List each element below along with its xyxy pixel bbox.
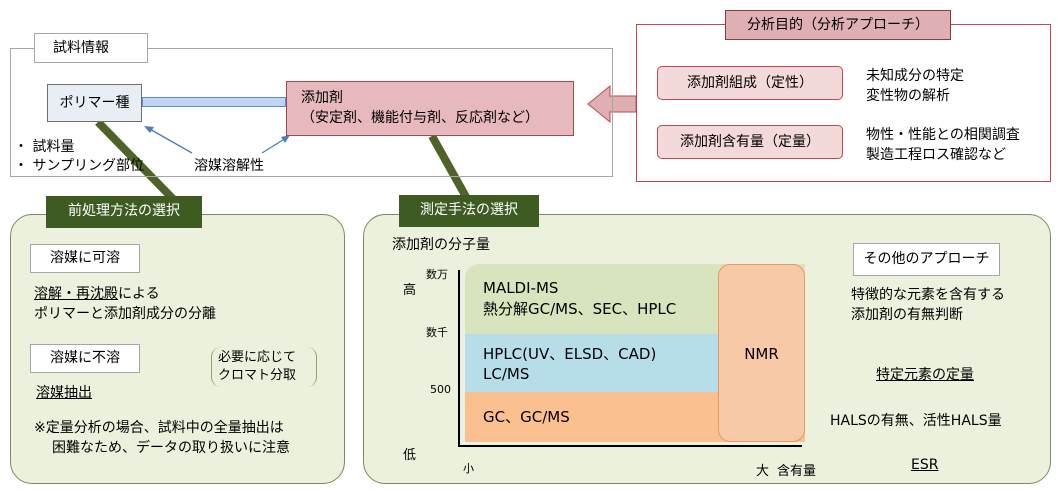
polymer-additive-link-bar [142, 97, 286, 107]
specific-element-quant-text: 特定元素の定量 [876, 367, 974, 383]
hals-text: HALSの有無、活性HALS量 [830, 413, 1002, 429]
y-tick-500: 500 [430, 383, 451, 396]
quantitative-caution-note: ※定量分析の場合、試料中の全量抽出は 困難なため、データの取り扱いに注意 [34, 418, 290, 458]
additive-title: 添加剤 [301, 90, 343, 106]
quantitative-desc-line: 製造工程ロス確認など [866, 147, 1006, 163]
soluble-description: 溶解・再沈殿による ポリマーと添加剤成分の分離 [34, 284, 216, 324]
hplc-line: HPLC(UV、ELSD、CAD) [483, 345, 657, 363]
pretreatment-tab: 前処理方法の選択 [46, 196, 202, 228]
additive-subtitle: （安定剤、機能付与剤、反応剤など） [301, 110, 539, 126]
qualitative-desc-line: 変性物の解析 [866, 88, 950, 104]
qualitative-desc-line: 未知成分の特定 [866, 68, 964, 84]
reprecipitation-text: 溶解・再沈殿 [34, 286, 118, 302]
caution-line: ※定量分析の場合、試料中の全量抽出は [34, 420, 284, 436]
solubility-arrow-right-head [281, 135, 290, 143]
other-desc-line: 特徴的な元素を含有する [851, 287, 1005, 303]
esr-text: ESR [911, 457, 939, 473]
x-large-label: 大 [756, 464, 770, 479]
quantitative-description: 物性・性能との相関調査 製造工程ロス確認など [866, 125, 1020, 165]
additive-box: 添加剤 （安定剤、機能付与剤、反応剤など） [286, 81, 574, 136]
sample-info-title: 試料情報 [34, 33, 148, 63]
nmr-region: NMR [718, 264, 805, 442]
quantitative-purpose-box: 添加剤含有量（定量） [657, 125, 843, 159]
caution-line: 困難なため、データの取り扱いに注意 [52, 440, 290, 456]
purpose-title: 分析目的（分析アプローチ） [725, 10, 951, 40]
other-desc-line: 添加剤の有無判断 [851, 307, 963, 323]
solvent-extraction-text: 溶媒抽出 [36, 385, 92, 401]
insoluble-label-box: 溶媒に不溶 [30, 344, 140, 373]
other-approach-description: 特徴的な元素を含有する 添加剤の有無判断 [851, 285, 1005, 325]
chromatography-note-line: クロマト分取 [218, 368, 297, 383]
hplc-line: LC/MS [483, 365, 530, 383]
qualitative-purpose-box: 添加剤組成（定性） [657, 66, 843, 100]
chromatography-note-line: 必要に応じて [218, 350, 297, 365]
polymer-to-pretreatment-connector [95, 119, 181, 207]
polymer-type-box: ポリマー種 [47, 84, 142, 122]
molecular-weight-label: 添加剤の分子量 [392, 237, 490, 253]
solubility-arrow-left-head [144, 126, 154, 133]
additive-to-measurement-connector [428, 134, 474, 206]
x-small-label: 小 [463, 462, 474, 475]
quantitative-desc-line: 物性・性能との相関調査 [866, 127, 1020, 143]
sample-bullets: ・ 試料量 ・ サンプリング部位 [14, 138, 144, 176]
y-low-label: 低 [403, 448, 417, 463]
soluble-desc-line2: ポリマーと添加剤成分の分離 [34, 306, 216, 322]
x-axis-title: 含有量 [777, 464, 817, 479]
solubility-arrow-right [261, 137, 287, 154]
maldi-line: MALDI-MS [483, 279, 559, 297]
chromatography-note: 必要に応じて クロマト分取 [211, 347, 317, 387]
measurement-tab: 測定手法の選択 [399, 195, 539, 227]
qualitative-description: 未知成分の特定 変性物の解析 [866, 66, 964, 106]
other-approach-box: その他のアプローチ [853, 243, 1000, 276]
y-tick-thousands: 数千 [426, 326, 448, 339]
soluble-label-box: 溶媒に可溶 [30, 244, 140, 273]
y-axis-line [458, 270, 460, 447]
sample-info-frame [10, 48, 613, 177]
solubility-arrow-left [147, 127, 193, 154]
soluble-desc-suffix: による [118, 286, 160, 302]
y-high-label: 高 [403, 283, 417, 298]
solvent-solubility-label: 溶媒溶解性 [194, 158, 264, 174]
y-tick-tens-of-thousands: 数万 [426, 268, 448, 281]
maldi-line: 熱分解GC/MS、SEC、HPLC [483, 300, 677, 318]
bullet-sampling-site: ・ サンプリング部位 [14, 158, 145, 174]
x-axis-line [459, 445, 802, 447]
bullet-sample-amount: ・ 試料量 [14, 139, 75, 155]
